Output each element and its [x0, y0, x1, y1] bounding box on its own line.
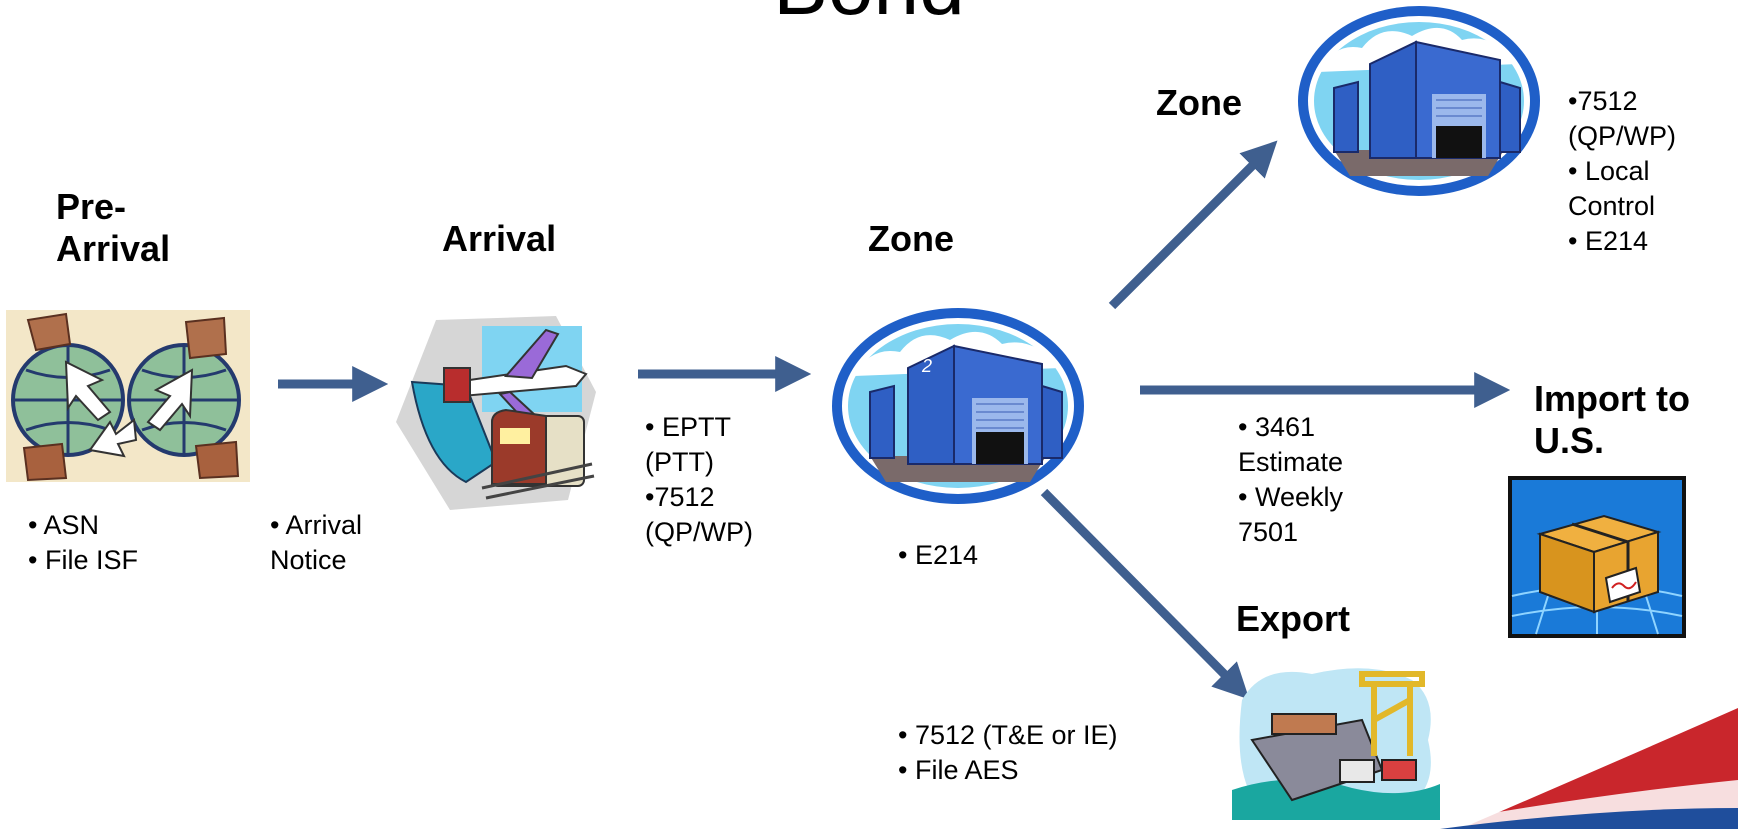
stage-label-pre-arrival: Pre- Arrival	[56, 186, 171, 270]
note-pre-arrival-2: • File ISF	[28, 545, 138, 576]
notes-transit: • EPTT (PTT) •7512 (QP/WP)	[645, 410, 753, 550]
note-arrival-1: • Arrival	[270, 510, 362, 540]
notes-export: • 7512 (T&E or IE) • File AES	[898, 718, 1118, 788]
notes-import: • 3461 Estimate • Weekly 7501	[1238, 410, 1343, 550]
note-transit-2: (PTT)	[645, 447, 714, 478]
stage-label-import: Import to U.S.	[1534, 378, 1690, 462]
cargo-ship-crane-icon	[1232, 668, 1440, 820]
globe-boxes-icon	[6, 310, 250, 482]
stage-label-zone-transfer: Zone	[1156, 82, 1242, 123]
note-zone-transfer-2: (QP/WP)	[1568, 121, 1676, 152]
note-transit-3: •7512	[645, 482, 715, 513]
note-zone-transfer-1: •7512	[1568, 86, 1638, 116]
stage-label-arrival: Arrival	[442, 218, 557, 259]
notes-zone-transfer: •7512 (QP/WP) • Local Control • E214	[1568, 84, 1676, 259]
warehouse-icon: 2	[832, 308, 1084, 504]
note-import-1: • 3461	[1238, 412, 1316, 442]
note-zone-transfer-4: Control	[1568, 191, 1656, 222]
ship-plane-train-icon	[396, 316, 596, 510]
warehouse-icon-transfer	[1298, 6, 1540, 196]
page-title: Bond	[0, 0, 1738, 36]
note-export-2: • File AES	[898, 755, 1019, 786]
notes-zone: • E214	[898, 538, 978, 573]
note-zone-transfer-5: • E214	[1568, 226, 1649, 257]
note-transit-4: (QP/WP)	[645, 517, 753, 548]
note-zone-transfer-3: • Local	[1568, 156, 1650, 187]
note-import-3: • Weekly	[1238, 482, 1343, 513]
warehouse-number-icon: 2	[921, 356, 932, 376]
note-import-4: 7501	[1238, 517, 1299, 548]
note-transit-1: • EPTT	[645, 412, 731, 442]
note-zone-1: • E214	[898, 540, 979, 570]
stage-label-export: Export	[1236, 598, 1351, 639]
corner-banner-decoration	[1400, 708, 1738, 829]
note-export-1: • 7512 (T&E or IE)	[898, 720, 1118, 750]
note-pre-arrival-1: • ASN	[28, 510, 99, 540]
arrow-zone-to-export	[1040, 488, 1250, 700]
notes-arrival-notice: • Arrival Notice	[270, 508, 362, 578]
note-arrival-2: Notice	[270, 545, 347, 576]
arrow-zone-to-zone-transfer	[1108, 140, 1278, 310]
package-icon	[1508, 476, 1686, 638]
notes-pre-arrival: • ASN • File ISF	[28, 508, 138, 578]
note-import-2: Estimate	[1238, 447, 1344, 478]
stage-label-zone: Zone	[868, 218, 954, 259]
